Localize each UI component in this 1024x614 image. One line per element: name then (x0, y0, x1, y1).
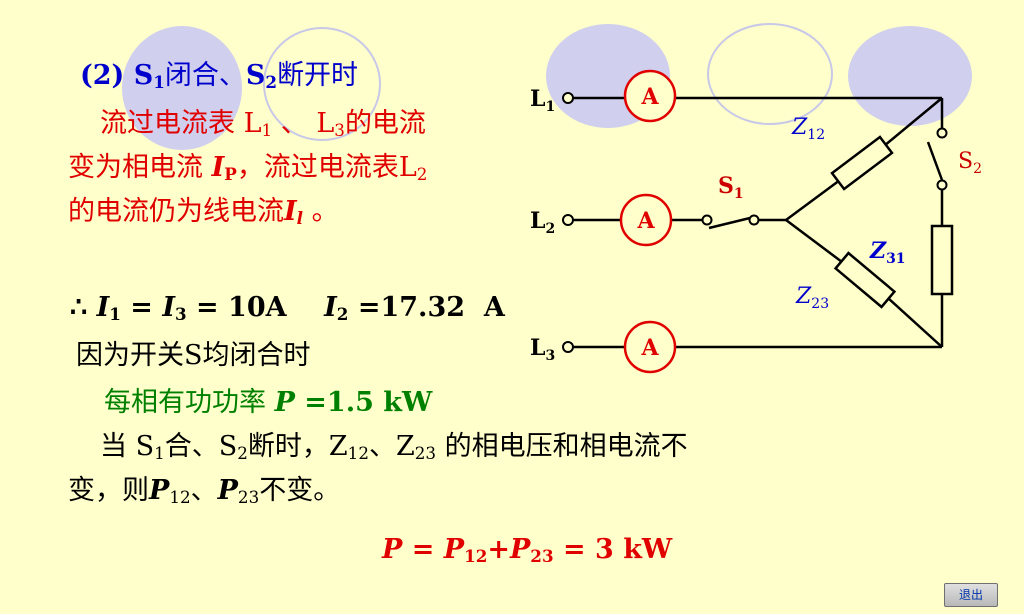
label-L2: L2 (530, 208, 555, 237)
sub-span: 1 (109, 304, 121, 325)
symbol-span: P (274, 387, 295, 418)
sub-span: 23 (237, 487, 260, 508)
decor-bubble-outline (263, 27, 381, 141)
sub-span: P (224, 164, 237, 185)
heading-s2: S (245, 60, 266, 91)
ammeter-label: A (636, 208, 655, 234)
switch-s2-contact (936, 179, 948, 191)
text-span: ，流过电流表L (236, 152, 417, 183)
heading-s2-sub: 2 (265, 72, 278, 93)
sub-span: 2 (336, 304, 349, 325)
ammeter-L3 (623, 320, 677, 374)
terminal-L2 (562, 214, 574, 226)
heading-s1-sub: 1 (153, 72, 165, 93)
text-span: = 10A (186, 292, 325, 323)
total-power-formula: P = P12+P23 = 3 kW (382, 534, 672, 566)
symbol-span: I (96, 292, 110, 323)
switch-s1-contact (748, 214, 760, 226)
text-span: 、Z (368, 431, 415, 462)
value-span: =1.5 kW (294, 387, 433, 418)
sub-span: 1 (154, 443, 165, 464)
text-span: 每相有功功率 (104, 387, 275, 418)
sub-span: 23 (414, 443, 437, 464)
text-span: 的相电压和相电流不 (436, 431, 688, 462)
symbol-span: I (324, 292, 337, 323)
text-span: 当 S (100, 431, 155, 462)
heading-prefix: (2) (80, 60, 134, 91)
symbol-span: P (217, 475, 238, 506)
text-span: 不变。 (259, 475, 341, 506)
switch-s1-contact (701, 214, 713, 226)
symbol-span: P (149, 475, 170, 506)
text-span: = (120, 292, 163, 323)
label-L3: L3 (530, 335, 555, 364)
exit-button[interactable]: 退出 (944, 583, 998, 607)
para1-line3: 的电流仍为线电流Il 。 (68, 196, 339, 228)
sub-span: 3 (334, 120, 345, 141)
resistor-z31 (930, 224, 954, 296)
resistor-z23 (833, 251, 897, 309)
because-line: 因为开关S均闭合时 (76, 340, 311, 371)
label-s1: S1 (718, 173, 744, 202)
value-span: = 3 kW (553, 534, 673, 565)
therefore-symbol: ∴ (70, 292, 97, 323)
sub-span: 2 (416, 164, 428, 185)
symbol-span: I (284, 196, 297, 227)
power-per-phase: 每相有功功率 P =1.5 kW (104, 387, 432, 419)
heading-mid: 闭合、 (164, 60, 246, 91)
heading-s1: S (133, 60, 154, 91)
sub-span: 12 (347, 443, 369, 464)
text-span: =17.32 A (348, 292, 505, 323)
switch-s2-contact (936, 127, 948, 139)
sub-span: 12 (169, 487, 191, 508)
para2-line1: 当 S1合、S2断时，Z12、Z23 的相电压和相电流不 (100, 431, 688, 463)
symbol-span: I (162, 292, 175, 323)
para1-line1: 流过电流表 L1 、 L3的电流 (100, 108, 426, 140)
current-result: ∴ I1 = I3 = 10A I2 =17.32 A (70, 292, 505, 324)
decor-bubble (848, 26, 972, 126)
sub-span: 3 (174, 304, 187, 325)
sub-span: 23 (530, 546, 554, 567)
para1-line2: 变为相电流 IP，流过电流表L2 (68, 152, 427, 184)
text-span: 断时，Z (247, 431, 348, 462)
text-span: 、 L (272, 108, 335, 139)
heading-tail: 断开时 (277, 60, 359, 91)
text-span: 、 (190, 475, 218, 506)
text-span: 。 (303, 196, 339, 227)
label-L1: L1 (530, 86, 555, 115)
terminal-L1 (562, 92, 574, 104)
symbol-span: I (211, 152, 225, 183)
decor-bubble (122, 26, 242, 150)
text-span: 的电流 (344, 108, 426, 139)
ammeter-L2 (619, 193, 673, 247)
text-span: 的电流仍为线电流 (68, 196, 284, 227)
label-z12: Z12 (791, 115, 825, 143)
text-span: 流过电流表 L (100, 108, 262, 139)
case-heading: (2) S1闭合、S2断开时 (80, 60, 358, 92)
label-z31: Z31 (869, 238, 906, 267)
sub-span: 1 (261, 120, 273, 141)
label-z23: Z23 (795, 284, 829, 312)
text-span: = (402, 534, 444, 565)
symbol-span: P (382, 534, 403, 565)
ammeter-label: A (640, 335, 659, 361)
resistor-z12 (830, 135, 894, 191)
label-s2: S2 (958, 149, 982, 177)
sub-span: 12 (464, 546, 488, 567)
text-span: + (487, 534, 510, 565)
symbol-span: P (443, 534, 465, 565)
sub-span: 2 (237, 443, 248, 464)
text-span: 合、S (164, 431, 238, 462)
text-span: 变，则 (68, 475, 149, 506)
terminal-L3 (562, 341, 574, 353)
sub-span: l (296, 208, 303, 229)
decor-bubble-outline (707, 23, 833, 125)
text-span: 变为相电流 (68, 152, 212, 183)
ammeter-label: A (640, 84, 659, 110)
symbol-span: P (509, 534, 531, 565)
para2-line2: 变，则P12、P23不变。 (68, 475, 340, 507)
ammeter-L1 (623, 69, 677, 123)
